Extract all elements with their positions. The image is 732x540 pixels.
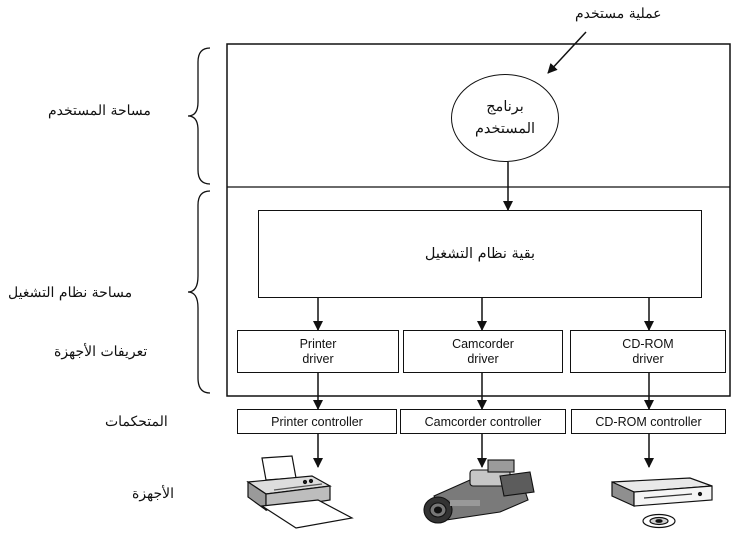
cdrom-driver-box: CD-ROM driver [570,330,726,373]
printer-driver-line1: Printer [299,336,337,351]
camcorder-driver-line1: Camcorder [452,336,514,351]
cdrom-drive-icon [611,477,713,529]
camcorder-controller-box: Camcorder controller [400,409,566,434]
printer-icon [246,455,354,529]
user-program-line2: المستخدم [474,121,536,137]
rest-of-os-box: بقية نظام التشغيل [258,210,702,298]
printer-controller-box: Printer controller [237,409,397,434]
printer-driver-line2: driver [302,351,334,366]
device-drivers-label: تعريفات الأجهزة [54,344,148,360]
user-program-line1: برنامج [486,99,524,115]
user-process-arrow [547,31,587,74]
printer-driver-box: Printer driver [237,330,399,373]
controllers-label: المتحكمات [105,414,168,430]
devices-label: الأجهزة [132,486,175,502]
user-space-brace [187,47,211,185]
camcorder-driver-line2: driver [467,351,499,366]
user-process-label: عملية مستخدم [575,6,662,22]
os-space-brace [187,190,211,394]
camcorder-driver-box: Camcorder driver [403,330,563,373]
os-space-label: مساحة نظام التشغيل [8,285,133,301]
user-program-node: برنامج المستخدم [451,74,559,162]
user-space-label: مساحة المستخدم [48,103,151,119]
kernel-boundary [226,43,731,397]
cdrom-driver-line1: CD-ROM [622,336,674,351]
cdrom-controller-box: CD-ROM controller [571,409,726,434]
camcorder-icon [423,459,535,524]
cdrom-driver-line2: driver [632,351,664,366]
